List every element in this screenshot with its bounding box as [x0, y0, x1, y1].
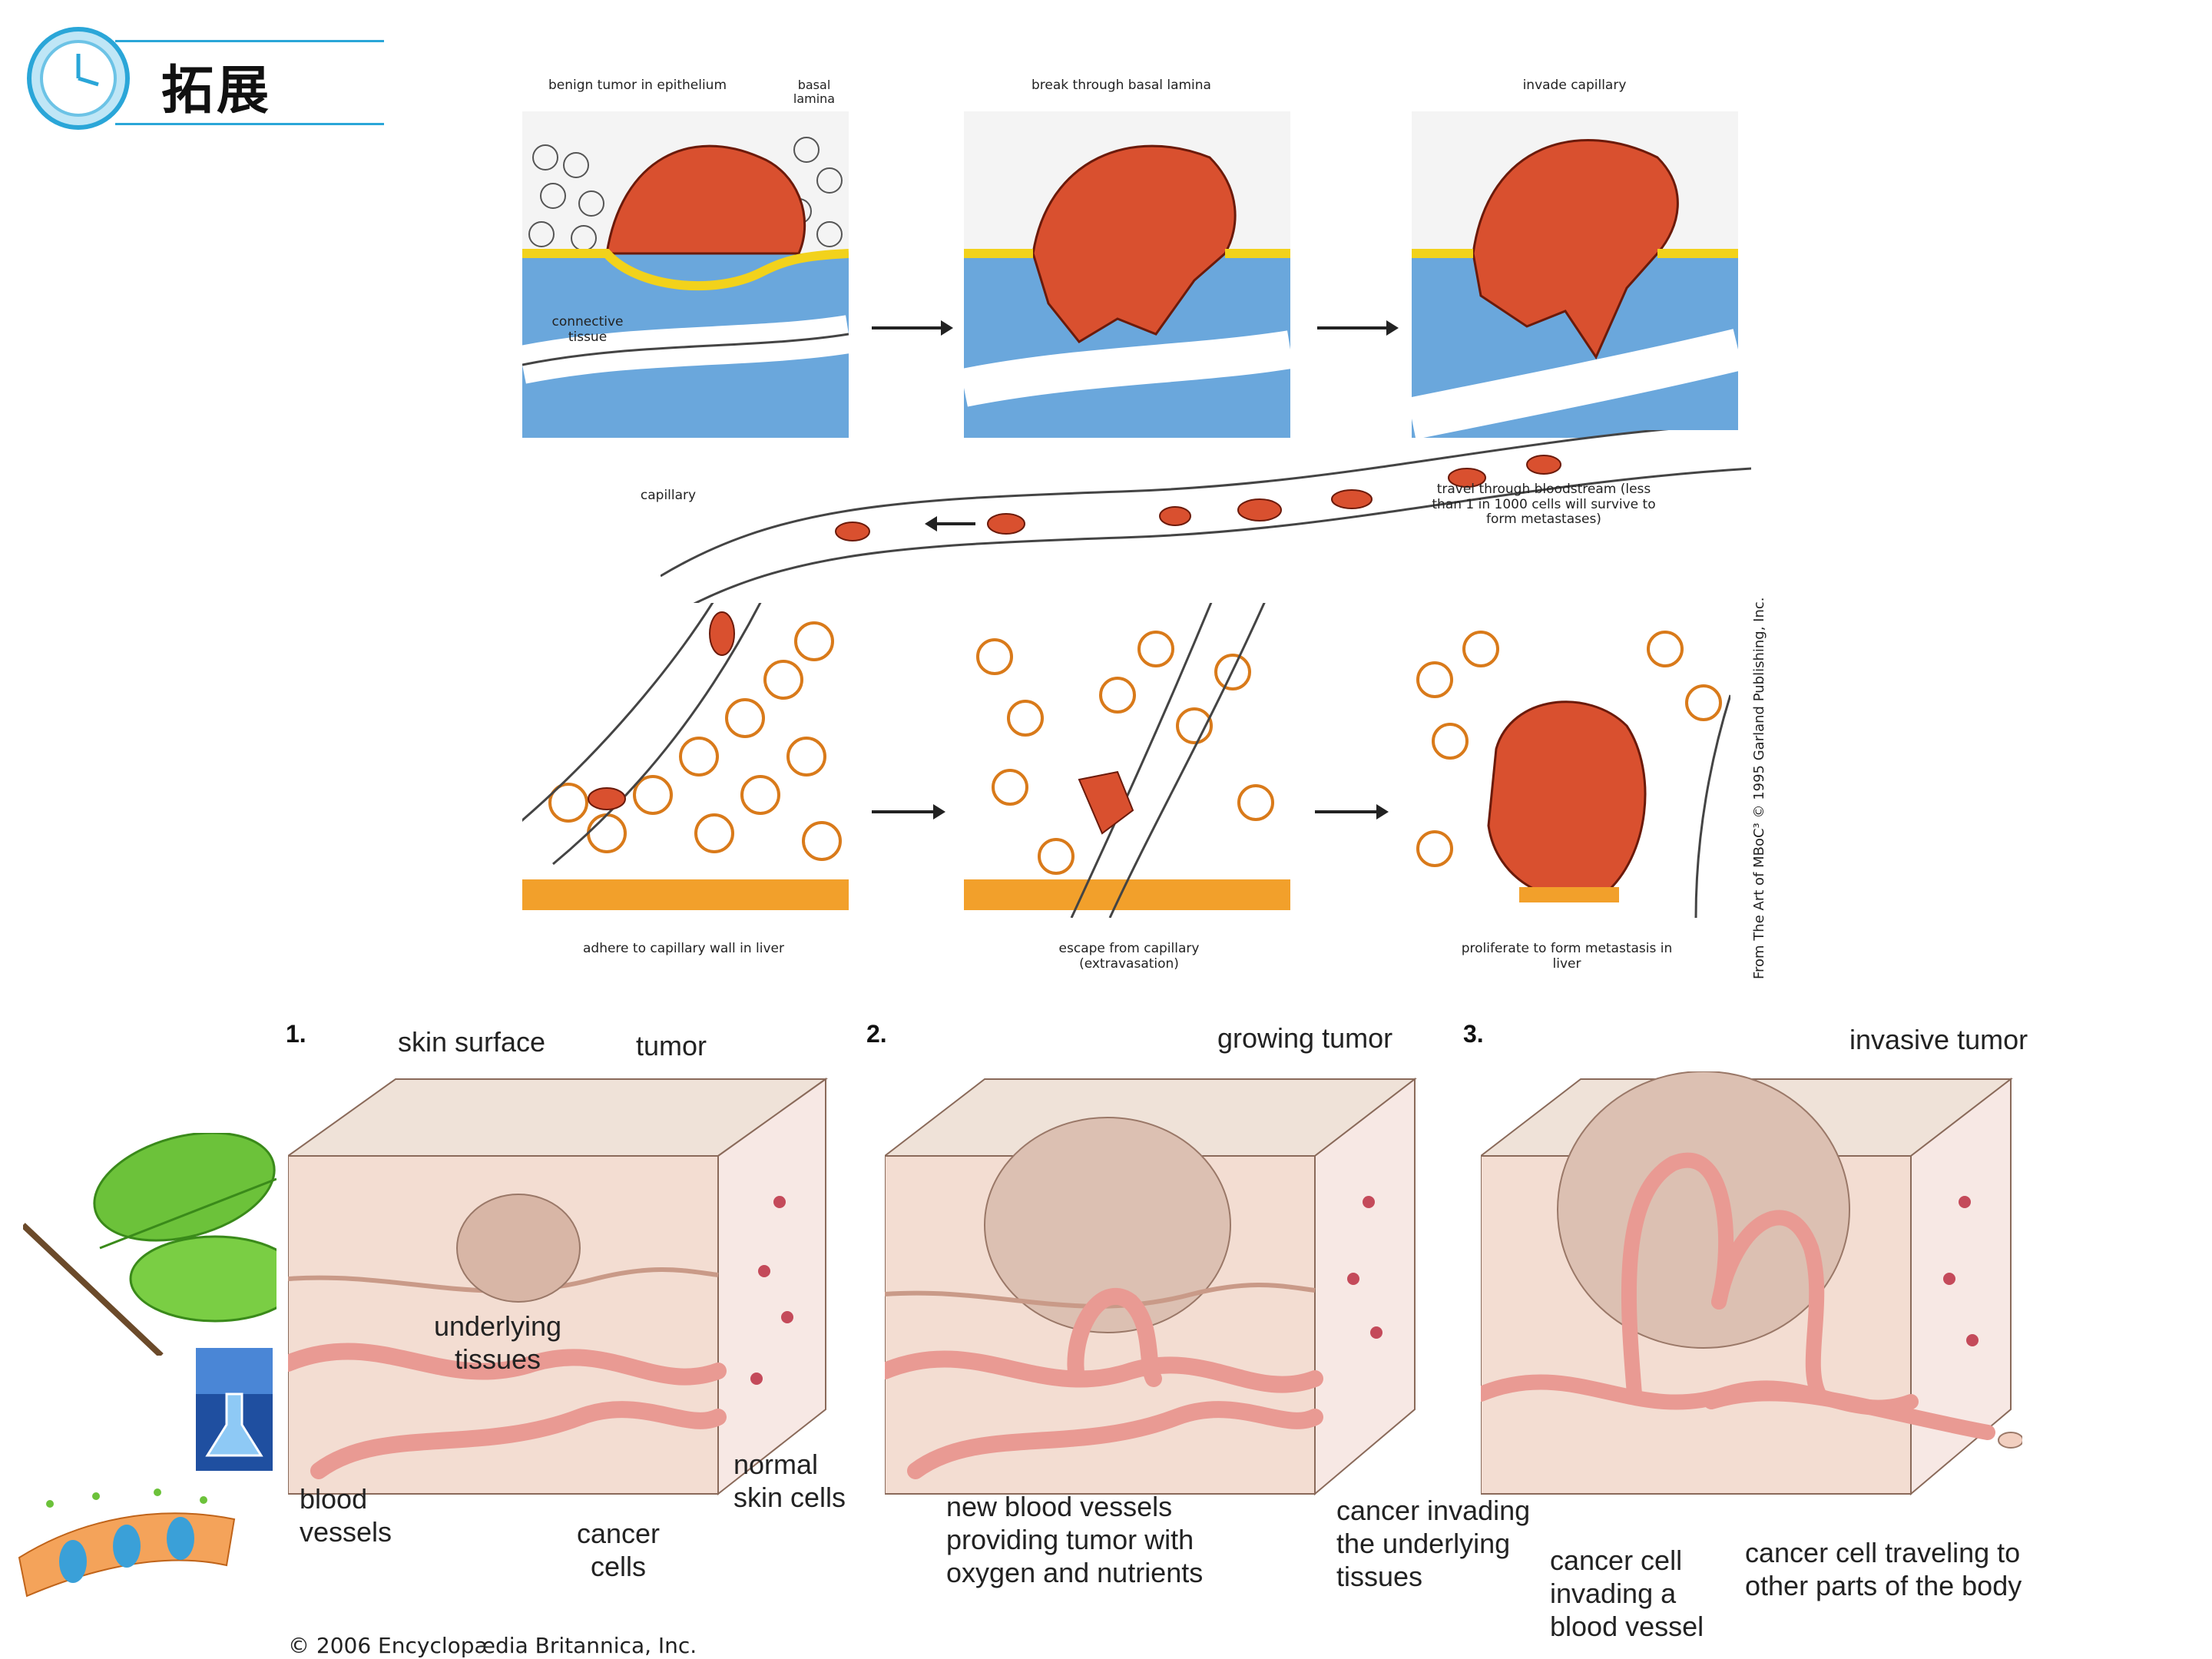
panel-adhere — [522, 603, 849, 918]
basal-lamina-label: basal lamina — [783, 78, 845, 107]
label-cancer-cell-vessel: cancer cell invading a blood vessel — [1550, 1544, 1734, 1644]
top-figure-copyright: From The Art of MBoC³ © 1995 Garland Pub… — [1751, 598, 1767, 979]
step-arrow — [872, 810, 941, 813]
panel-metastasis — [1404, 603, 1730, 918]
stage-2-block — [885, 1071, 1426, 1502]
panel-extravasation — [964, 603, 1290, 918]
label-blood-vessels: blood vessels — [300, 1482, 422, 1548]
flow-arrow — [929, 522, 975, 525]
label-growing-tumor: growing tumor — [1217, 1022, 1392, 1055]
label-new-blood-vessels: new blood vessels providing tumor with o… — [946, 1490, 1207, 1590]
label-tumor: tumor — [636, 1029, 707, 1062]
stage-3-number: 3. — [1463, 1020, 1484, 1048]
step-arrow — [1317, 326, 1394, 329]
connective-tissue-label: connective tissue — [538, 315, 637, 345]
label-skin-surface: skin surface — [398, 1025, 545, 1058]
britannica-credit: © 2006 Encyclopædia Britannica, Inc. — [288, 1633, 697, 1658]
label-cancer-cells: cancer cells — [565, 1517, 672, 1583]
panel-title-1: benign tumor in epithelium — [522, 78, 753, 94]
panel-title-6: proliferate to form metastasis in liver — [1452, 942, 1682, 972]
page-title: 拓展 — [161, 48, 272, 124]
panel-break-lamina — [964, 111, 1290, 438]
panel-title-4: adhere to capillary wall in liver — [568, 942, 799, 957]
stage-2-number: 2. — [866, 1020, 887, 1048]
step-arrow — [872, 326, 949, 329]
panel-benign-tumor — [522, 111, 849, 438]
travel-bloodstream-label: travel through bloodstream (less than 1 … — [1429, 482, 1659, 528]
label-invasive-tumor: invasive tumor — [1849, 1023, 2028, 1056]
step-arrow — [1315, 810, 1384, 813]
panel-title-5: escape from capillary (extravasation) — [1014, 942, 1244, 972]
header-rule-top — [115, 40, 384, 42]
flask-image — [196, 1348, 273, 1471]
membrane-diagram-image — [4, 1473, 250, 1608]
panel-title-3: invade capillary — [1413, 78, 1736, 94]
panel-title-2: break through basal lamina — [960, 78, 1283, 94]
panel-invade-capillary — [1412, 111, 1738, 438]
leaf-branch-image — [23, 1133, 276, 1356]
stage-3-block — [1481, 1071, 2022, 1502]
stage-1-block — [288, 1071, 837, 1502]
label-underlying-tissues: underlying tissues — [421, 1310, 575, 1376]
capillary-label: capillary — [630, 488, 707, 504]
stage-1-number: 1. — [286, 1020, 306, 1048]
label-cancer-invading: cancer invading the underlying tissues — [1336, 1494, 1567, 1594]
label-cancer-cell-traveling: cancer cell traveling to other parts of … — [1745, 1536, 2068, 1602]
label-normal-skin-cells: normal skin cells — [733, 1448, 872, 1514]
